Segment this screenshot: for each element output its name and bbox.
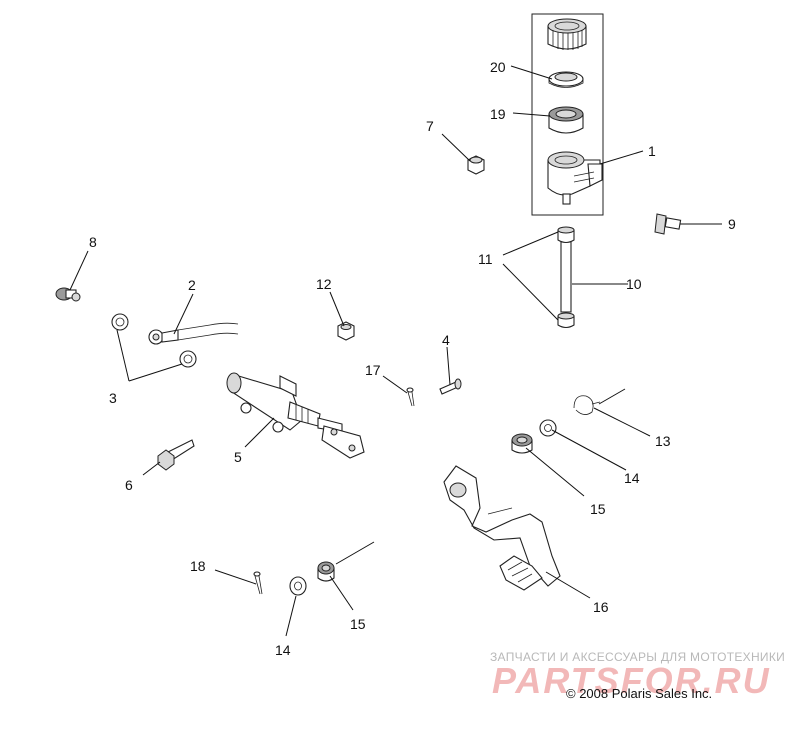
callout-3: 3 bbox=[109, 390, 117, 406]
spring-part-13 bbox=[573, 395, 601, 415]
washer-part-3-right bbox=[179, 350, 197, 368]
bushing-part-11-top bbox=[557, 226, 575, 244]
callout-16: 16 bbox=[593, 599, 609, 615]
leader-lines bbox=[69, 65, 722, 637]
banjo-bolt-part-8 bbox=[55, 287, 81, 302]
bushing-part-15-upper bbox=[511, 433, 533, 454]
washer-part-14-lower bbox=[289, 576, 307, 596]
bushing-part-11-bottom bbox=[557, 312, 575, 329]
watermark-caption: ЗАПЧАСТИ И АКСЕССУАРЫ ДЛЯ МОТОТЕХНИКИ bbox=[490, 650, 786, 664]
cotter-pin-part-17 bbox=[406, 387, 415, 407]
callout-15-lower: 15 bbox=[350, 616, 366, 632]
callout-14-upper: 14 bbox=[624, 470, 640, 486]
brake-pedal-part-16 bbox=[443, 465, 561, 591]
callout-15-upper: 15 bbox=[590, 501, 606, 517]
diaphragm-plate-part bbox=[548, 71, 584, 88]
clevis-pin-part-4 bbox=[439, 378, 462, 395]
bolt-part-6 bbox=[157, 439, 195, 471]
callout-14-lower: 14 bbox=[275, 642, 291, 658]
master-cylinder-part-5 bbox=[226, 372, 365, 459]
watermark-logo: PARTSFOR.RU bbox=[492, 660, 771, 701]
washer-part-3-left bbox=[111, 313, 129, 331]
callout-7: 7 bbox=[426, 118, 434, 134]
pivot-pin-part-10 bbox=[560, 237, 572, 313]
callout-10: 10 bbox=[626, 276, 642, 292]
reservoir-cap bbox=[547, 18, 587, 50]
callout-13: 13 bbox=[655, 433, 671, 449]
reservoir-body-part bbox=[547, 151, 603, 205]
washer-part-14-upper bbox=[539, 419, 557, 437]
callout-8: 8 bbox=[89, 234, 97, 250]
brake-line-part-2 bbox=[148, 322, 239, 345]
callout-2: 2 bbox=[188, 277, 196, 293]
callout-20: 20 bbox=[490, 59, 506, 75]
callout-18: 18 bbox=[190, 558, 206, 574]
callout-numbers: 1 2 3 4 5 6 7 8 9 10 11 12 13 14 14 15 1… bbox=[89, 59, 736, 658]
callout-11: 11 bbox=[478, 251, 493, 267]
callout-5: 5 bbox=[234, 449, 242, 465]
diaphragm-part bbox=[548, 106, 584, 134]
callout-4: 4 bbox=[442, 332, 450, 348]
callout-12: 12 bbox=[316, 276, 332, 292]
copyright-notice: © 2008 Polaris Sales Inc. bbox=[566, 686, 713, 701]
cotter-pin-part-18 bbox=[253, 571, 263, 595]
nut-part-12 bbox=[337, 321, 355, 341]
callout-9: 9 bbox=[728, 216, 736, 232]
bushing-part-15-lower bbox=[317, 561, 335, 582]
callout-6: 6 bbox=[125, 477, 133, 493]
callout-17: 17 bbox=[365, 362, 381, 378]
callout-1: 1 bbox=[648, 143, 656, 159]
nut-part-7 bbox=[467, 155, 485, 175]
callout-19: 19 bbox=[490, 106, 506, 122]
bolt-part-9 bbox=[654, 213, 682, 235]
